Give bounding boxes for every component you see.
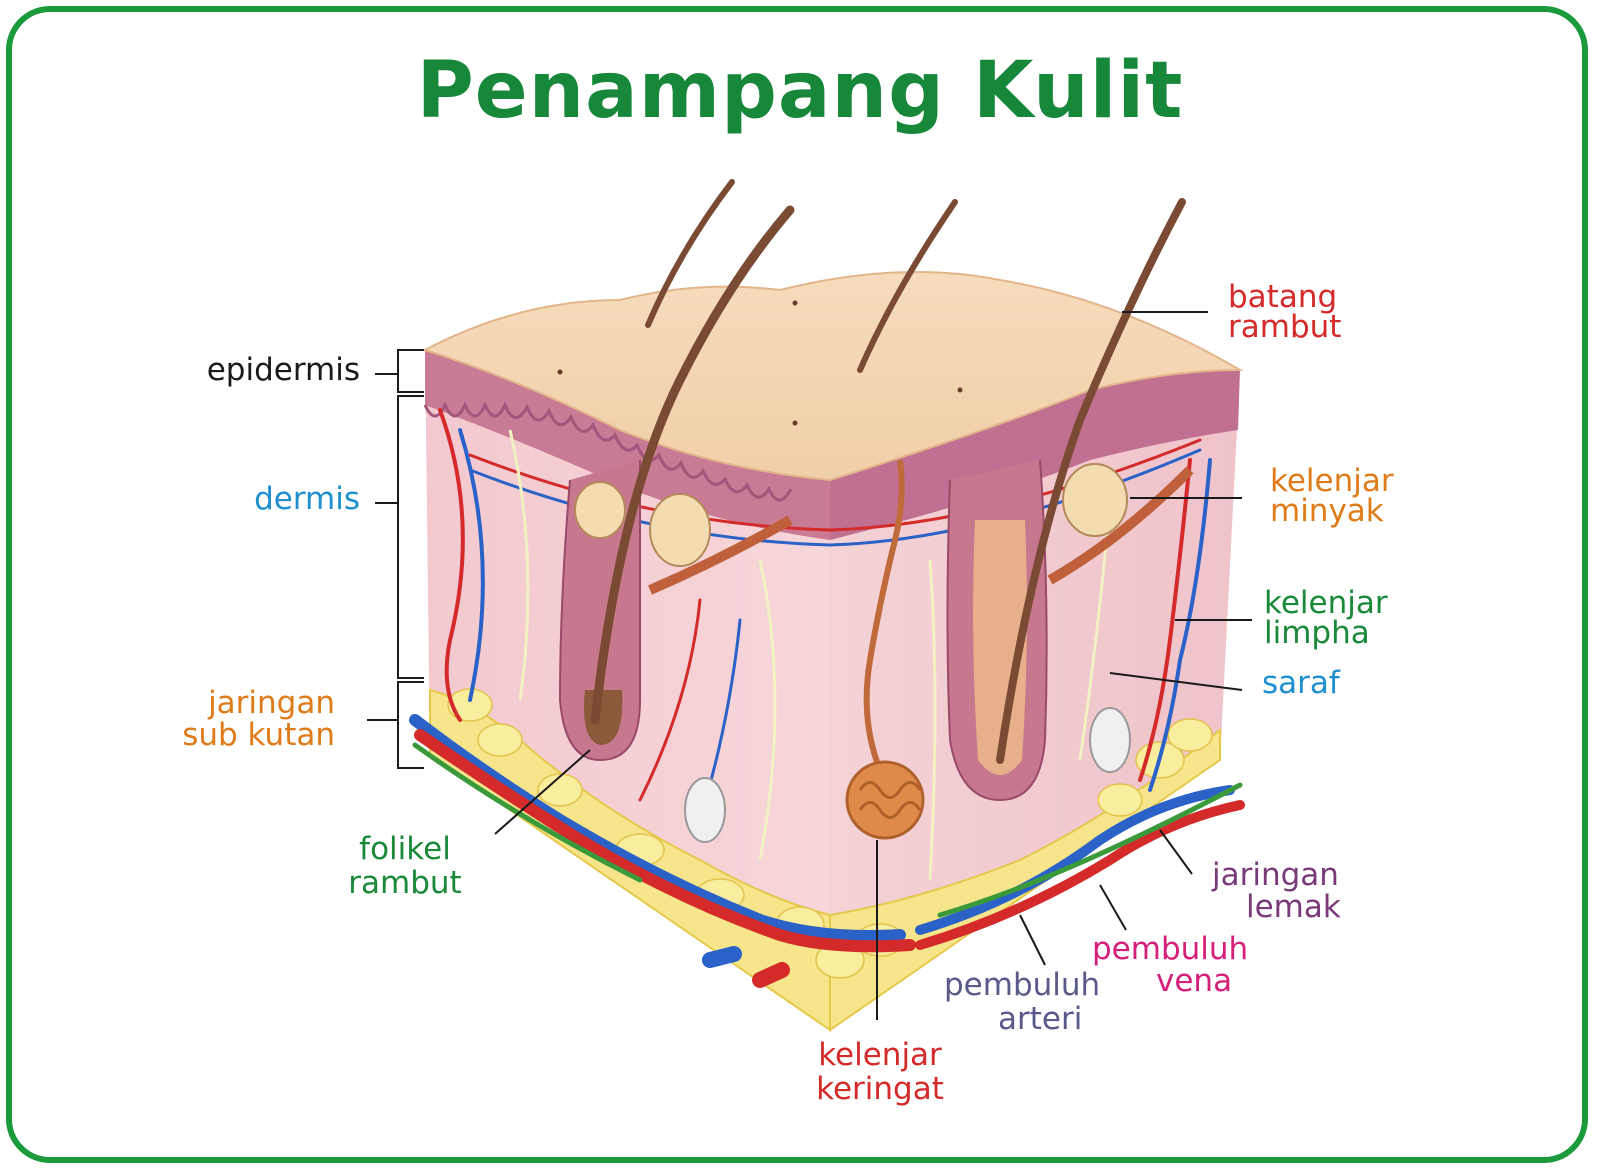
label-jaringan-lemak-line2: lemak [1246, 889, 1341, 925]
label-epidermis: epidermis [206, 352, 360, 388]
label-jaringan-sub-kutan-line1: jaringan [208, 685, 335, 721]
leader-lines [367, 311, 1252, 1020]
label-kelenjar-keringat-line2: keringat [816, 1071, 944, 1107]
label-kelenjar-minyak-line1: kelenjar [1270, 463, 1394, 499]
label-kelenjar-limpha-line2: limpha [1264, 615, 1370, 651]
label-batang-rambut-line1: batang [1228, 279, 1338, 315]
label-pembuluh-vena-line1: pembuluh [1092, 931, 1249, 967]
label-kelenjar-limpha-line1: kelenjar [1264, 585, 1388, 621]
label-folikel-rambut-line1: folikel [359, 831, 451, 867]
sweat-gland [845, 459, 925, 840]
hair-follicles [558, 459, 1194, 802]
label-folikel-rambut-line2: rambut [348, 865, 462, 901]
label-dermis: dermis [254, 481, 360, 517]
hair-shafts [590, 179, 1186, 764]
diagram-title: Penampang Kulit [416, 46, 1184, 136]
label-batang-rambut-line2: rambut [1228, 309, 1342, 345]
blood-vessels [409, 408, 1245, 988]
label-pembuluh-arteri-line1: pembuluh [944, 967, 1101, 1003]
corpuscle-left [684, 777, 726, 843]
corpuscle-right [1089, 707, 1131, 773]
label-kelenjar-minyak-line2: minyak [1270, 493, 1384, 529]
label-kelenjar-keringat-line1: kelenjar [818, 1037, 942, 1073]
label-jaringan-sub-kutan-line2: sub kutan [182, 717, 335, 753]
label-pembuluh-arteri-line2: arteri [998, 1001, 1083, 1037]
label-pembuluh-vena-line2: vena [1156, 963, 1233, 999]
label-jaringan-lemak-line1: jaringan [1212, 857, 1339, 893]
label-saraf: saraf [1262, 665, 1340, 701]
